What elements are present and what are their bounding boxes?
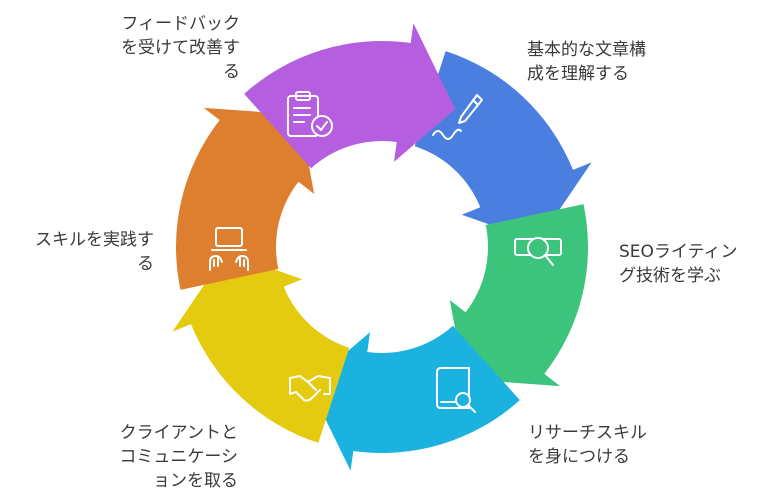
step-label-seo-writing: SEOライティン グ技術を学ぶ (619, 242, 738, 286)
step-label-understand-structure: 基本的な文章構 成を理解する (527, 40, 646, 84)
segment-feedback-improve (244, 23, 456, 169)
segment-practice-skills (175, 107, 315, 290)
segment-understand-structure (414, 51, 592, 242)
pen-icon (432, 94, 483, 140)
book-search-icon (436, 367, 476, 413)
segment-client-communication (172, 252, 350, 443)
clipboard-check-icon (287, 91, 333, 137)
step-label-client-communication: クライアントと コミュニケーシ ョンを取る (119, 423, 238, 491)
step-label-feedback-improve: フィードバック を受けて改善す る (121, 14, 240, 82)
handshake-icon (289, 375, 331, 402)
segment-research-skills (308, 325, 520, 471)
laptop-typing-icon (209, 227, 249, 271)
step-label-practice-skills: スキルを実践す る (35, 230, 154, 274)
segment-seo-writing (449, 204, 588, 387)
seo-search-icon (514, 237, 562, 266)
step-label-research-skills: リサーチスキル を身につける (528, 423, 647, 467)
